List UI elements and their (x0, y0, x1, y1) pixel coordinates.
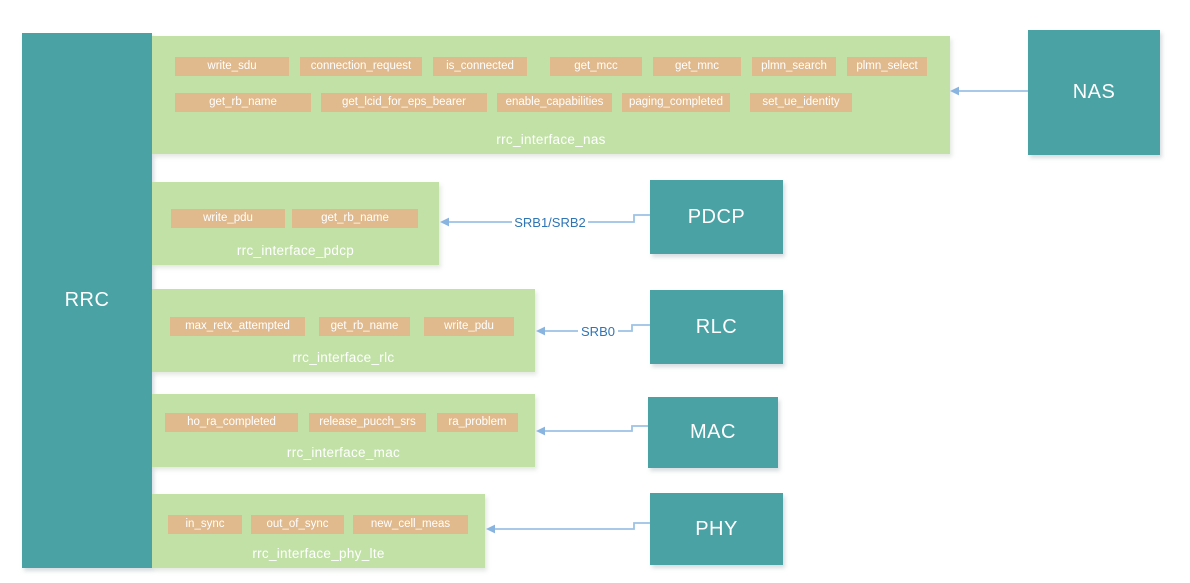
interface-name-rlc: rrc_interface_rlc (292, 350, 395, 365)
method-tag: get_mnc (653, 57, 741, 76)
arrow-label-srb1-srb2: SRB1/SRB2 (514, 215, 586, 230)
method-tag: write_pdu (424, 317, 514, 336)
nas-tag-row-1: write_sdu connection_request is_connecte… (175, 57, 927, 76)
interface-block-phy: in_sync out_of_sync new_cell_meas rrc_in… (152, 494, 485, 568)
nas-tag-row-2: get_rb_name get_lcid_for_eps_bearer enab… (175, 93, 852, 112)
method-tag: set_ue_identity (750, 93, 852, 112)
rrc-block: RRC (22, 33, 152, 568)
method-tag: ho_ra_completed (165, 413, 298, 432)
method-tag: enable_capabilities (497, 93, 612, 112)
method-tag: write_sdu (175, 57, 289, 76)
module-pdcp-label: PDCP (687, 205, 746, 228)
module-mac-label: MAC (690, 421, 736, 443)
interface-name-phy: rrc_interface_phy_lte (252, 546, 385, 561)
mac-tag-row: ho_ra_completed release_pucch_srs ra_pro… (165, 413, 518, 432)
arrow-rlc (543, 324, 650, 332)
method-tag: get_rb_name (319, 317, 410, 336)
arrow-label-bg (512, 214, 588, 230)
module-rlc-label: RLC (695, 315, 738, 338)
interface-name-pdcp: rrc_interface_pdcp (236, 243, 355, 258)
module-nas-label: NAS (1072, 81, 1116, 103)
arrow-phy (493, 522, 650, 530)
method-tag: write_pdu (171, 209, 285, 228)
rlc-tag-row: max_retx_attempted get_rb_name write_pdu (170, 317, 514, 336)
method-tag: is_connected (433, 57, 527, 76)
module-phy-label: PHY (695, 517, 738, 540)
method-tag: get_lcid_for_eps_bearer (321, 93, 487, 112)
arrowhead-rlc-icon (536, 326, 545, 336)
interface-block-rlc: max_retx_attempted get_rb_name write_pdu… (152, 289, 535, 372)
module-rlc: RLC (650, 290, 783, 364)
arrowhead-mac-icon (536, 426, 545, 436)
method-tag: plmn_select (847, 57, 927, 76)
method-tag: get_rb_name (175, 93, 311, 112)
arrow-mac (543, 425, 648, 432)
arrow-label-srb0: SRB0 (581, 324, 615, 339)
module-pdcp: PDCP (650, 180, 783, 254)
method-tag: get_rb_name (292, 209, 418, 228)
method-tag: connection_request (300, 57, 422, 76)
arrowhead-phy-icon (486, 524, 495, 534)
method-tag: paging_completed (622, 93, 730, 112)
module-mac: MAC (648, 397, 778, 468)
interface-name-mac: rrc_interface_mac (286, 445, 401, 460)
method-tag: get_mcc (550, 57, 642, 76)
method-tag: release_pucch_srs (309, 413, 426, 432)
interface-block-pdcp: write_pdu get_rb_name rrc_interface_pdcp (152, 182, 439, 265)
arrow-pdcp (447, 214, 650, 223)
method-tag: new_cell_meas (353, 515, 468, 534)
interface-name-nas: rrc_interface_nas (496, 132, 606, 147)
rrc-label: RRC (64, 289, 110, 311)
method-tag: plmn_search (752, 57, 836, 76)
interface-block-mac: ho_ra_completed release_pucch_srs ra_pro… (152, 394, 535, 467)
arrowhead-nas-icon (950, 86, 959, 96)
method-tag: ra_problem (437, 413, 518, 432)
method-tag: max_retx_attempted (170, 317, 305, 336)
method-tag: out_of_sync (251, 515, 344, 534)
interface-block-nas: write_sdu connection_request is_connecte… (152, 36, 950, 154)
module-nas: NAS (1028, 30, 1160, 155)
arrow-label-bg (578, 323, 618, 339)
method-tag: in_sync (168, 515, 242, 534)
module-phy: PHY (650, 493, 783, 565)
arrowhead-pdcp-icon (440, 217, 449, 227)
phy-tag-row: in_sync out_of_sync new_cell_meas (168, 515, 468, 534)
pdcp-tag-row: write_pdu get_rb_name (171, 209, 418, 228)
